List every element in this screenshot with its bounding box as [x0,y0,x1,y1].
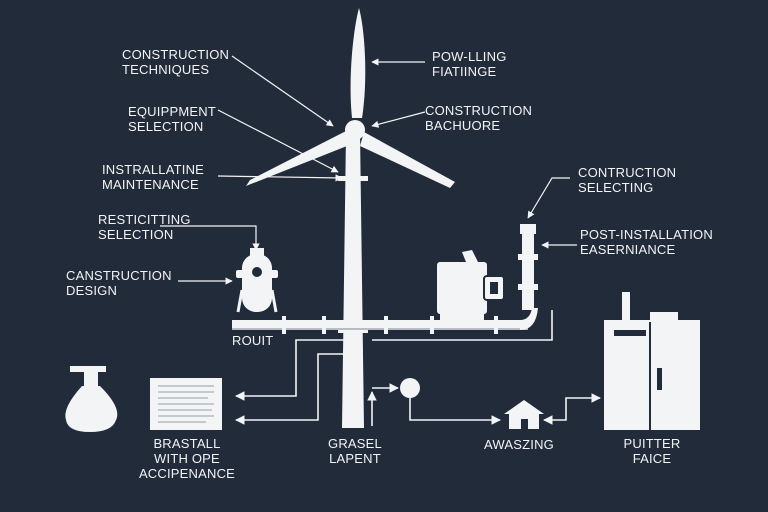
label-puitter: PUITTER FAICE [623,436,681,466]
leader-lines [160,55,577,285]
leader-construction-bachuore [371,111,426,128]
motor-unit-icon [437,250,505,320]
house-icon [504,400,544,429]
leader-installation-maintenance [217,174,343,182]
cabinet-icon [604,292,700,430]
label-brastall: BRASTALL WITH OPE ACCIPENANCE [138,436,236,481]
leader-construction-techniques [231,55,334,127]
leader-contruction-selecting [527,177,570,219]
valve-pipe-icon [518,224,538,310]
label-construction-bachuore: CONSTRUCTION BACHUORE [425,103,533,133]
main-pipe [232,308,538,334]
label-grasel: GRASEL LAPENT [328,436,382,466]
gauge-node-icon [400,378,420,398]
label-equipment-selection: EQUIPPMENT SELECTION [128,104,216,134]
label-construction-design: CANSTRUCTION DESIGN [66,268,172,298]
soap-bottle-icon [65,366,118,432]
label-installation-maintenance: INSTRALLATINE MAINTENANCE [102,162,205,192]
label-rouit: ROUIT [232,333,274,348]
label-awaszing: AWASZING [484,437,554,452]
pressure-tank-icon [236,248,278,313]
label-restricting-selection: RESTICITTING SELECTION [98,212,191,242]
wind-turbine-icon [246,8,455,428]
label-contruction-selecting: CONTRUCTION SELECTING [578,165,677,195]
leader-restricting-selection [160,225,260,251]
label-construction-techniques: CONSTRUCTION TECHNIQUES [122,47,230,77]
label-pow-lling: POW-LLING FIATIINGE [432,49,507,79]
distribution-lines [235,310,601,426]
leader-equipment-selection [217,109,339,173]
control-panel-icon [150,378,222,430]
label-post-installation: POST-INSTALLATION EASERNIANCE [580,227,713,257]
